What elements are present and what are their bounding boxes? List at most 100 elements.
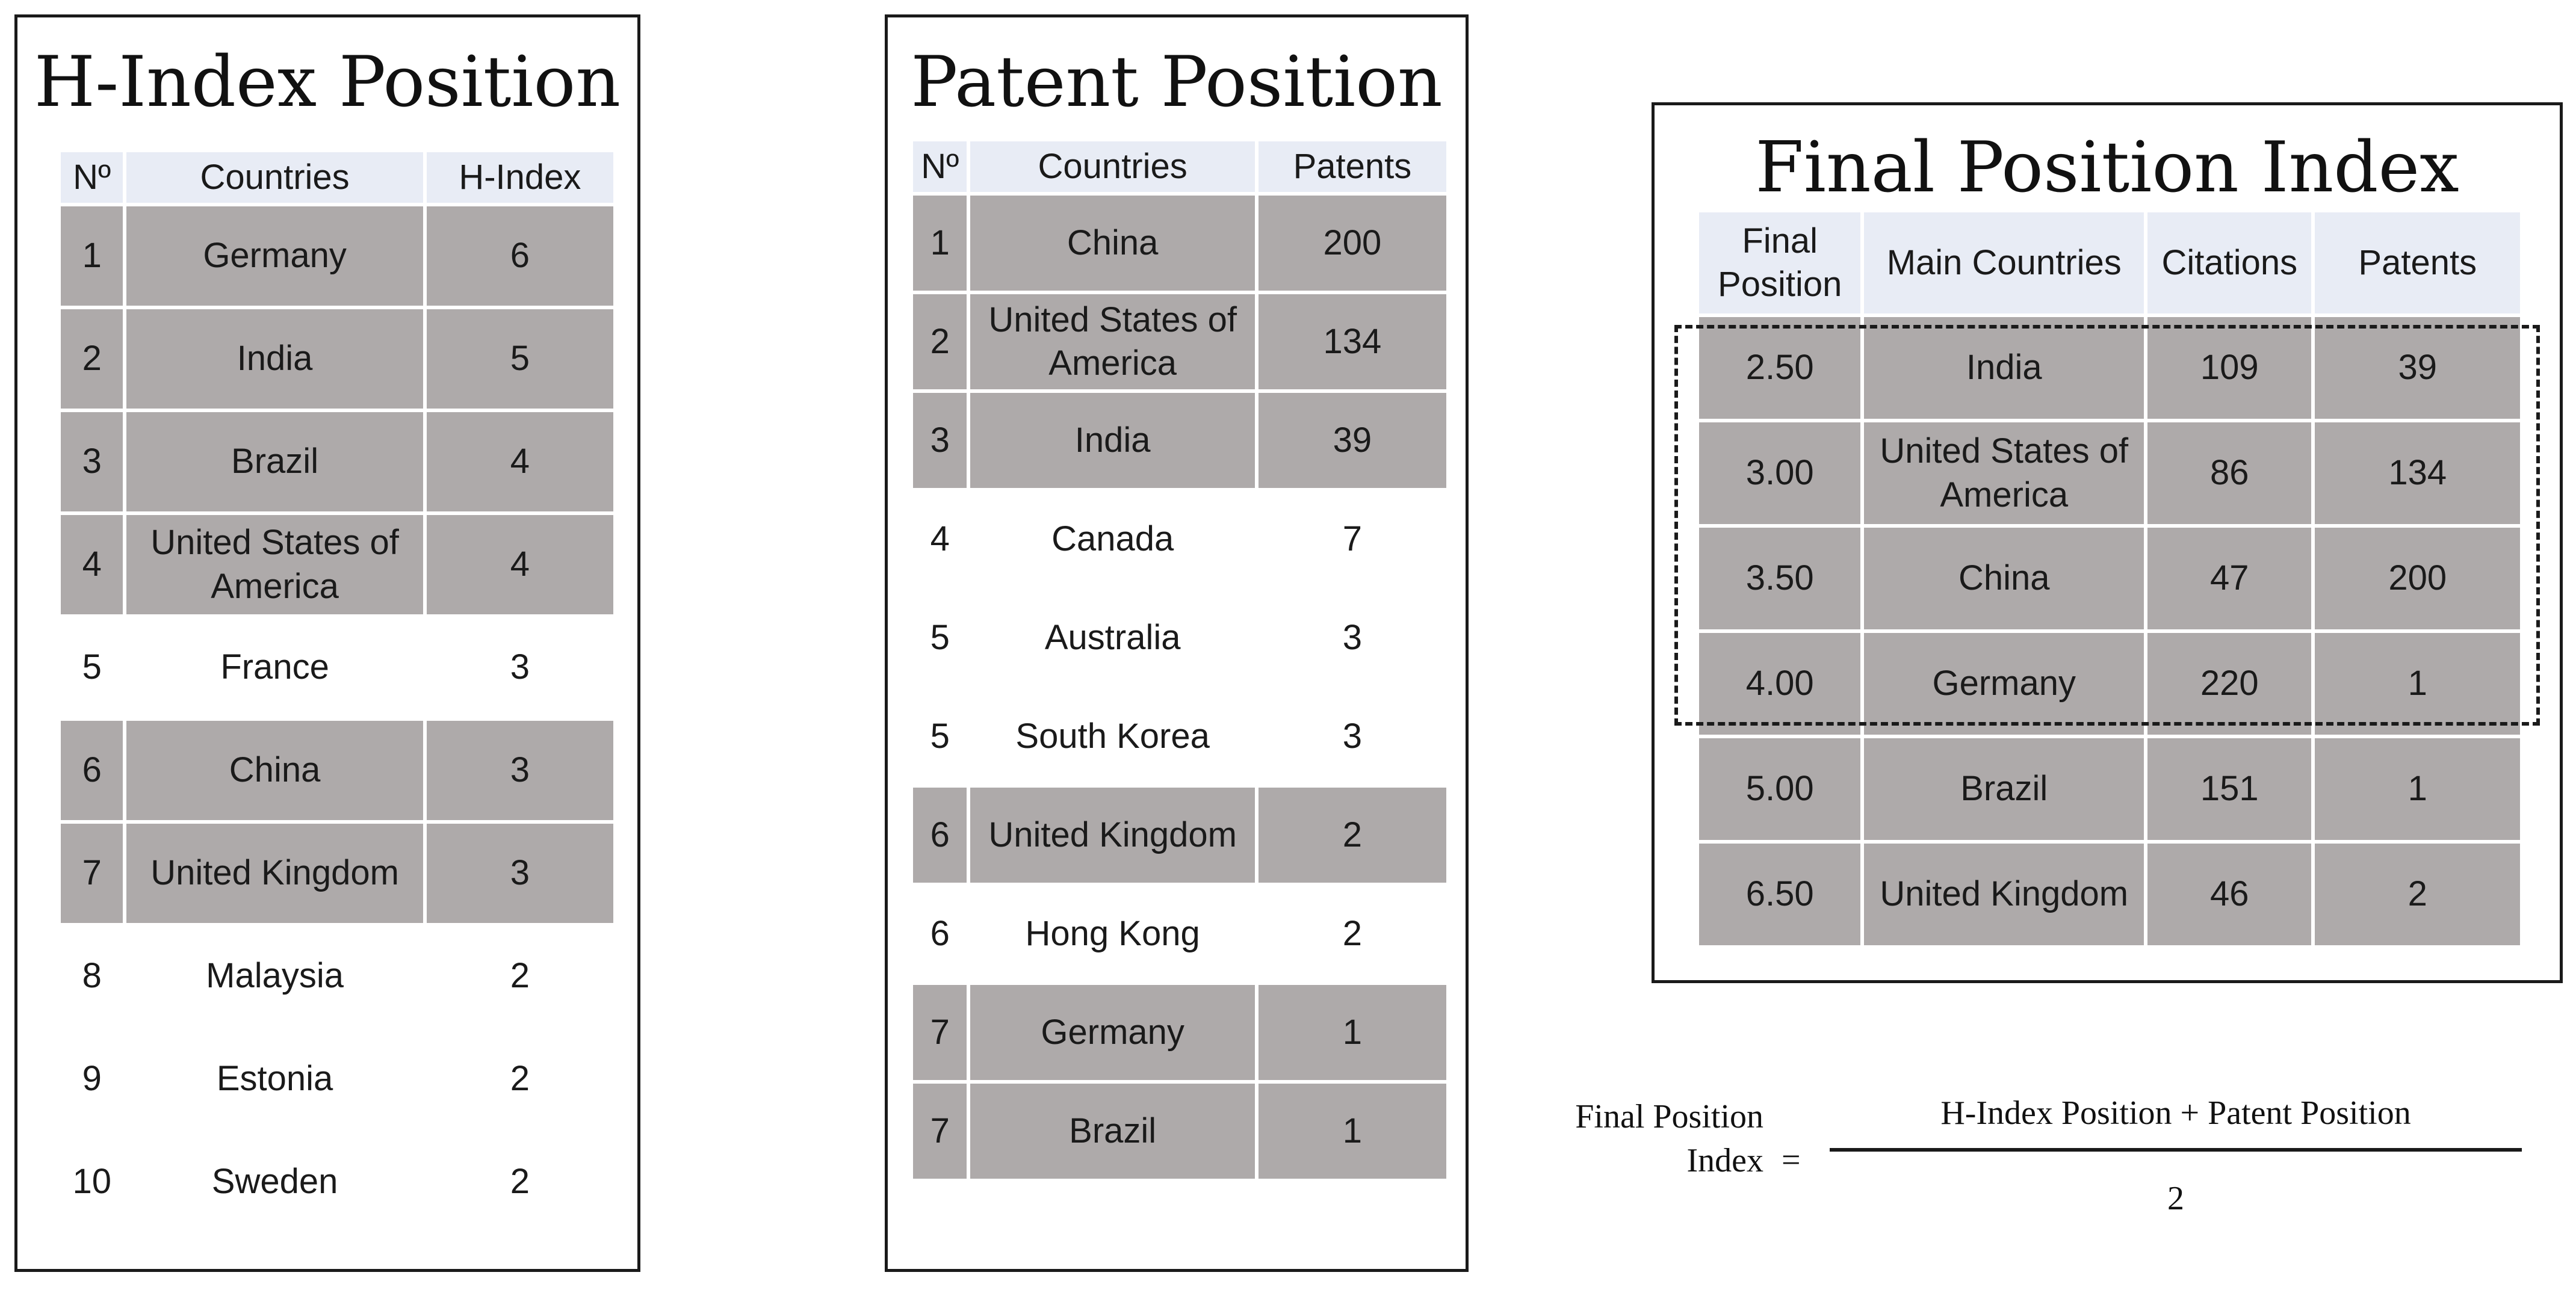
final-position-cell: 6.50	[1699, 844, 1861, 945]
rank-cell: 5	[913, 689, 967, 784]
formula-denominator: 2	[2167, 1180, 2184, 1217]
country-cell: United States of America	[970, 294, 1255, 389]
hindex-header-number: Nº	[61, 152, 123, 203]
rank-cell: 6	[913, 788, 967, 883]
final-position-cell: 2.50	[1699, 317, 1861, 419]
patent-header-row: Nº Countries Patents	[913, 141, 1446, 192]
patents-cell: 3	[1258, 590, 1446, 685]
country-cell: South Korea	[970, 689, 1255, 784]
citations-cell: 46	[2147, 844, 2312, 945]
country-cell: Brazil	[970, 1084, 1255, 1179]
hindex-cell: 4	[426, 515, 613, 614]
country-cell: Canada	[970, 492, 1255, 587]
patents-cell: 1	[2315, 633, 2520, 735]
patents-cell: 2	[1258, 788, 1446, 883]
country-cell: Germany	[126, 206, 423, 306]
rank-cell: 1	[913, 196, 967, 291]
country-cell: China	[126, 721, 423, 820]
patents-cell: 2	[2315, 844, 2520, 945]
patents-cell: 1	[1258, 985, 1446, 1080]
rank-cell: 6	[913, 886, 967, 981]
citations-cell: 151	[2147, 738, 2312, 840]
rank-cell: 7	[913, 985, 967, 1080]
country-cell: Hong Kong	[970, 886, 1255, 981]
country-cell: United States of America	[1864, 422, 2144, 524]
final-header-patents: Patents	[2315, 212, 2520, 313]
rank-cell: 8	[61, 927, 123, 1026]
rank-cell: 2	[913, 294, 967, 389]
country-cell: China	[970, 196, 1255, 291]
patents-cell: 2	[1258, 886, 1446, 981]
rank-cell: 5	[913, 590, 967, 685]
rank-cell: 4	[61, 515, 123, 614]
country-cell: United Kingdom	[126, 824, 423, 923]
citations-cell: 86	[2147, 422, 2312, 524]
country-cell: Australia	[970, 590, 1255, 685]
rank-cell: 10	[61, 1132, 123, 1232]
final-header-position: Final Position	[1699, 212, 1861, 313]
patents-cell: 134	[2315, 422, 2520, 524]
patent-title: Patent Position	[911, 42, 1443, 123]
hindex-cell: 3	[426, 618, 613, 717]
rank-cell: 6	[61, 721, 123, 820]
rank-cell: 7	[913, 1084, 967, 1179]
rank-cell: 5	[61, 618, 123, 717]
rank-cell: 1	[61, 206, 123, 306]
formula-fraction-bar	[1830, 1148, 2522, 1152]
country-cell: Brazil	[1864, 738, 2144, 840]
hindex-cell: 3	[426, 721, 613, 820]
country-cell: Brazil	[126, 412, 423, 511]
patents-cell: 39	[2315, 317, 2520, 419]
hindex-cell: 4	[426, 412, 613, 511]
country-cell: United Kingdom	[1864, 844, 2144, 945]
final-table: Final Position Main Countries Citations …	[1695, 209, 2524, 949]
country-cell: United Kingdom	[970, 788, 1255, 883]
rank-cell: 3	[913, 393, 967, 488]
formula-numerator: H-Index Position + Patent Position	[1940, 1094, 2411, 1132]
patents-cell: 1	[1258, 1084, 1446, 1179]
final-header-citations: Citations	[2147, 212, 2312, 313]
patents-cell: 39	[1258, 393, 1446, 488]
rank-cell: 7	[61, 824, 123, 923]
citations-cell: 220	[2147, 633, 2312, 735]
hindex-cell: 5	[426, 309, 613, 409]
patent-header-number: Nº	[913, 141, 967, 192]
hindex-cell: 6	[426, 206, 613, 306]
final-panel: Final Position Index Final Position Main…	[1652, 102, 2563, 983]
country-cell: Germany	[970, 985, 1255, 1080]
patents-cell: 1	[2315, 738, 2520, 840]
patents-cell: 7	[1258, 492, 1446, 587]
country-cell: India	[1864, 317, 2144, 419]
hindex-cell: 2	[426, 927, 613, 1026]
citations-cell: 109	[2147, 317, 2312, 419]
rank-cell: 3	[61, 412, 123, 511]
patents-cell: 200	[1258, 196, 1446, 291]
final-header-countries: Main Countries	[1864, 212, 2144, 313]
hindex-header-hindex: H-Index	[426, 152, 613, 203]
final-header-row: Final Position Main Countries Citations …	[1699, 212, 2520, 313]
country-cell: Sweden	[126, 1132, 423, 1232]
rank-cell: 9	[61, 1029, 123, 1129]
final-position-cell: 3.50	[1699, 528, 1861, 629]
